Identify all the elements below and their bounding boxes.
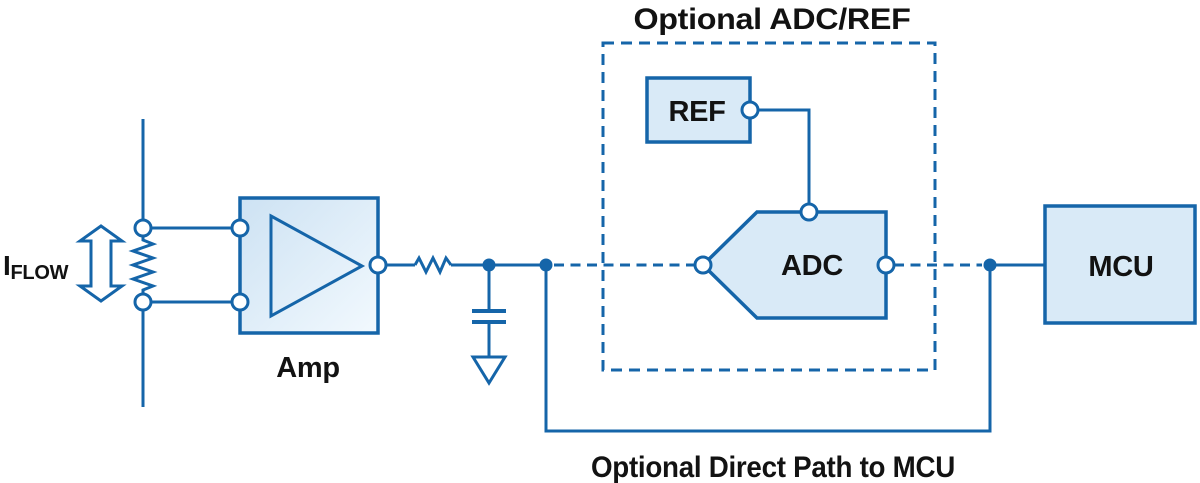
amp-input-terminal-top xyxy=(230,218,250,238)
ref-output-terminal xyxy=(740,100,760,120)
sense-resistor-icon xyxy=(128,236,158,294)
adc-ref-terminal xyxy=(799,202,819,222)
current-sense-section: IFLOW xyxy=(3,119,232,407)
direct-path-caption: Optional Direct Path to MCU xyxy=(591,451,955,483)
output-filter-section xyxy=(386,254,553,386)
optional-group-outline xyxy=(601,41,937,372)
amp-output-terminal xyxy=(368,255,388,275)
iflow-label: IFLOW xyxy=(3,250,69,284)
adc-output-terminal xyxy=(876,255,896,275)
amp-box xyxy=(238,196,380,335)
amp-input-terminal-bottom xyxy=(230,292,250,312)
direct-path-wire xyxy=(544,265,992,433)
sense-node-top-terminal xyxy=(133,218,153,238)
adc-label: ADC xyxy=(781,250,843,282)
filter-junction-dot xyxy=(482,258,496,272)
optional-adc-ref-group: Optional ADC/REF REF ADC xyxy=(554,3,937,372)
amp-triangle-icon xyxy=(269,213,366,319)
ref-label: REF xyxy=(668,96,725,128)
ground-icon xyxy=(470,355,508,386)
amp-block: Amp xyxy=(230,196,388,384)
bidirectional-current-arrow-icon xyxy=(75,224,127,303)
mcu-box xyxy=(1043,204,1197,325)
mcu-junction-dot xyxy=(983,258,997,272)
mcu-label: MCU xyxy=(1088,251,1153,283)
mcu-section: MCU xyxy=(544,204,1197,433)
series-resistor-icon xyxy=(413,254,453,276)
sense-node-bottom-terminal xyxy=(133,292,153,312)
wire-ref-to-adc xyxy=(758,108,811,204)
adc-input-terminal xyxy=(693,255,713,275)
amp-label: Amp xyxy=(276,352,340,384)
optional-group-title: Optional ADC/REF xyxy=(634,3,911,36)
